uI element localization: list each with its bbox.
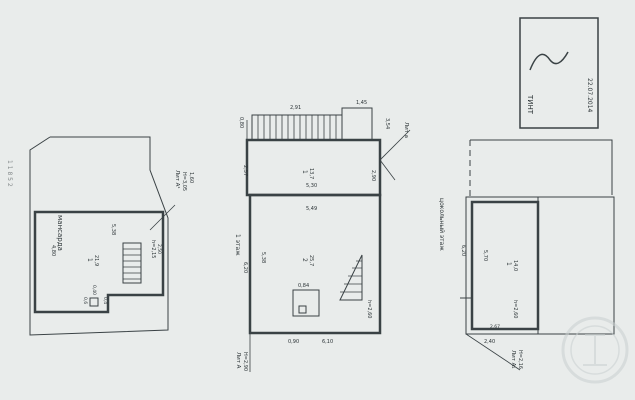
middle-dim-620: 6,20 (242, 262, 248, 273)
middle-floor-label: 1 этаж (234, 234, 241, 256)
signature-mark (529, 51, 569, 71)
right-floor-label: цокольный этаж (438, 198, 445, 251)
right-dim-267: 2,67 (490, 324, 500, 330)
right-outer-outline (465, 196, 615, 335)
middle-room2-area: 25,7 (308, 255, 314, 266)
stamp-line1: ТИНТ (526, 94, 534, 115)
left-dim-side: 4,80 (50, 245, 56, 256)
left-dim-small: 0,40 (91, 285, 97, 295)
right-height: h=2,60 (512, 300, 518, 319)
left-dim-width: 5,38 (110, 224, 116, 235)
middle-dim-080: 0,80 (238, 117, 244, 128)
middle-dim-145: 1,45 (356, 100, 367, 106)
approval-stamp: ТИНТ 22.07.2014 (519, 17, 599, 129)
left-room-wall (33, 210, 165, 314)
right-room-area: 14,0 (512, 260, 518, 271)
left-height-alt: 2,50 (156, 244, 162, 254)
left-floor-label: мансарда (56, 215, 64, 251)
right-plan: цокольный этаж 1 14,0 5,70 6,20 h=2,60 2… (438, 139, 615, 371)
right-lit-height: H=2,16 (517, 350, 523, 369)
middle-room2-num: 2 (301, 258, 308, 262)
middle-lit-a1: Лит а (403, 122, 409, 138)
middle-stove (292, 289, 320, 317)
left-dim-small2: 0,6 (82, 297, 88, 304)
middle-dim-257: 2,57 (242, 165, 248, 176)
middle-stove-inner (298, 305, 307, 314)
middle-porch (341, 107, 373, 141)
middle-dim-354: 3,54 (384, 118, 390, 129)
middle-plan: 1 этаж 2,91 1 13,7 5,30 5,49 2 25,7 5,38… (234, 100, 411, 372)
left-room-area: 21,9 (93, 255, 99, 266)
middle-inner-stairs (339, 254, 363, 301)
right-room-num: 1 (505, 262, 512, 266)
middle-room1-num: 1 (301, 170, 308, 174)
middle-room2-wall (248, 193, 382, 335)
right-dim-570: 5,70 (482, 250, 488, 261)
left-lit-height: H=3,05 (181, 172, 187, 191)
middle-dim-530: 5,30 (306, 183, 317, 189)
right-lit-label: Лит А₁ (510, 350, 516, 369)
middle-dim-290: 2,90 (370, 170, 376, 181)
middle-top-dim: 2,91 (290, 105, 301, 111)
middle-dim-538: 5,38 (260, 252, 266, 263)
left-height: h=2,15 (150, 240, 156, 259)
left-lit-label: Лит А¹ (174, 170, 181, 189)
middle-dim-090: 0,90 (288, 339, 299, 345)
stamp-date: 22.07.2014 (586, 78, 593, 113)
left-dim-tiny: 0,4 (102, 297, 108, 304)
middle-dim-549: 5,49 (306, 206, 317, 212)
middle-lit-a-height: H=2,90 (242, 352, 248, 371)
watermark-logo (561, 316, 629, 384)
left-outer-outline (29, 136, 169, 336)
middle-terrace-stairs (251, 114, 343, 141)
middle-height: h=2,60 (366, 300, 372, 319)
middle-dim-610: 6,10 (322, 339, 333, 345)
middle-lit-a: Лит А (235, 352, 241, 369)
left-room-num: 1 (86, 258, 93, 262)
left-edge-text: 1 1 8 5 2 (6, 160, 13, 187)
left-plan: мансарда 5,38 4,80 1 21,9 h=2,15 2,50 0,… (6, 136, 194, 336)
right-dim-240: 2,40 (484, 339, 495, 345)
middle-dim-084: 0,84 (298, 283, 309, 289)
left-stairs (122, 242, 142, 284)
right-top-outline (470, 139, 613, 195)
right-dim-620: 6,20 (460, 245, 466, 256)
middle-room1-area: 13,7 (308, 168, 314, 179)
left-lit-height2: 1,60 (188, 172, 194, 183)
left-chimney (89, 297, 99, 307)
